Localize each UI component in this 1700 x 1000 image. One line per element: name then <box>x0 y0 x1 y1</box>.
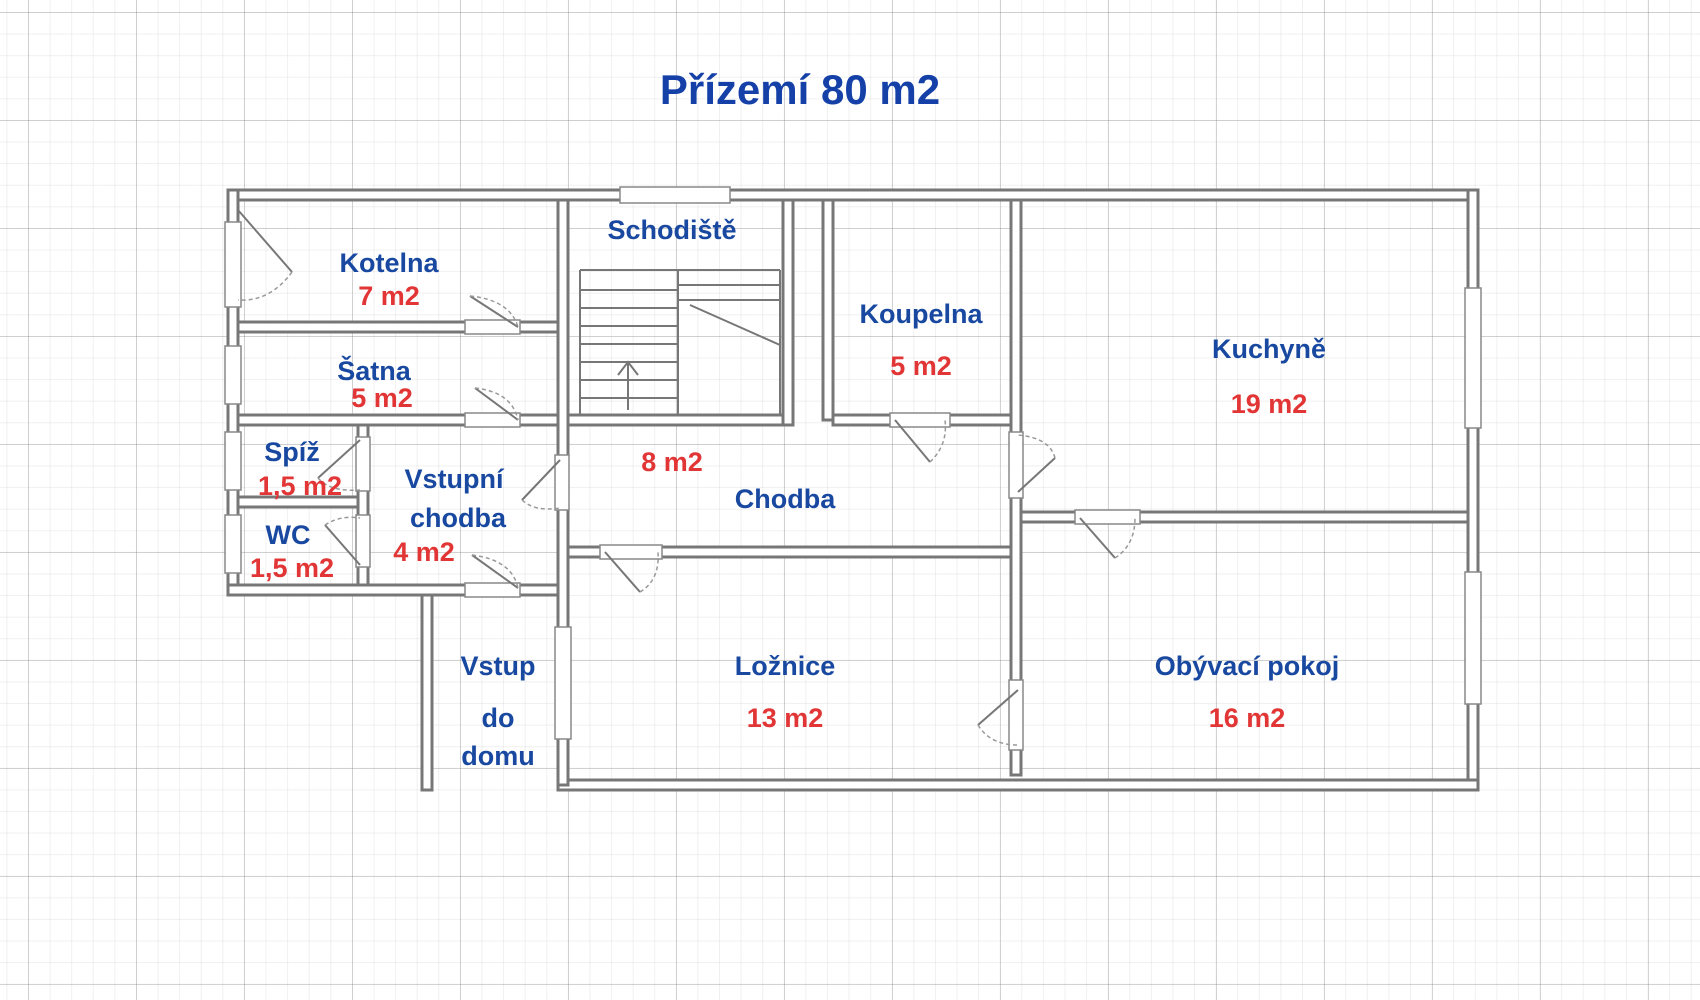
room-name-chodba: Chodba <box>734 484 836 514</box>
room-name-spiz: Spíž <box>264 437 320 467</box>
room-area-vstupni: 4 m2 <box>393 537 455 567</box>
room-area-obyvaci: 16 m2 <box>1208 703 1286 733</box>
room-name-satna: Šatna <box>337 356 411 386</box>
room-name-loznice: Ložnice <box>734 651 836 681</box>
room-name-schodiste: Schodiště <box>607 215 737 245</box>
room-name-vstupni-line1: Vstupní <box>404 464 504 494</box>
page-title: Přízemí 80 m2 <box>659 66 941 113</box>
entrance-label-line1: Vstup <box>460 651 536 681</box>
room-name-kotelna: Kotelna <box>339 248 439 278</box>
room-area-wc: 1,5 m2 <box>249 553 335 583</box>
room-area-kuchyne: 19 m2 <box>1230 389 1308 419</box>
room-area-spiz: 1,5 m2 <box>257 471 343 501</box>
room-name-vstupni-line2: chodba <box>409 503 507 533</box>
windows <box>224 186 1482 740</box>
room-name-kuchyne: Kuchyně <box>1211 334 1327 364</box>
room-area-satna: 5 m2 <box>351 383 413 413</box>
doors <box>237 209 1141 751</box>
room-area-chodba: 8 m2 <box>641 447 703 477</box>
staircase <box>579 269 781 416</box>
room-area-loznice: 13 m2 <box>746 703 824 733</box>
entrance-label-line3: domu <box>461 741 535 771</box>
room-area-kotelna: 7 m2 <box>358 281 420 311</box>
room-name-obyvaci: Obývací pokoj <box>1154 651 1340 681</box>
entrance-label-line2: do <box>481 703 515 733</box>
room-area-koupelna: 5 m2 <box>890 351 952 381</box>
room-name-wc: WC <box>265 520 311 550</box>
room-name-koupelna: Koupelna <box>859 299 983 329</box>
